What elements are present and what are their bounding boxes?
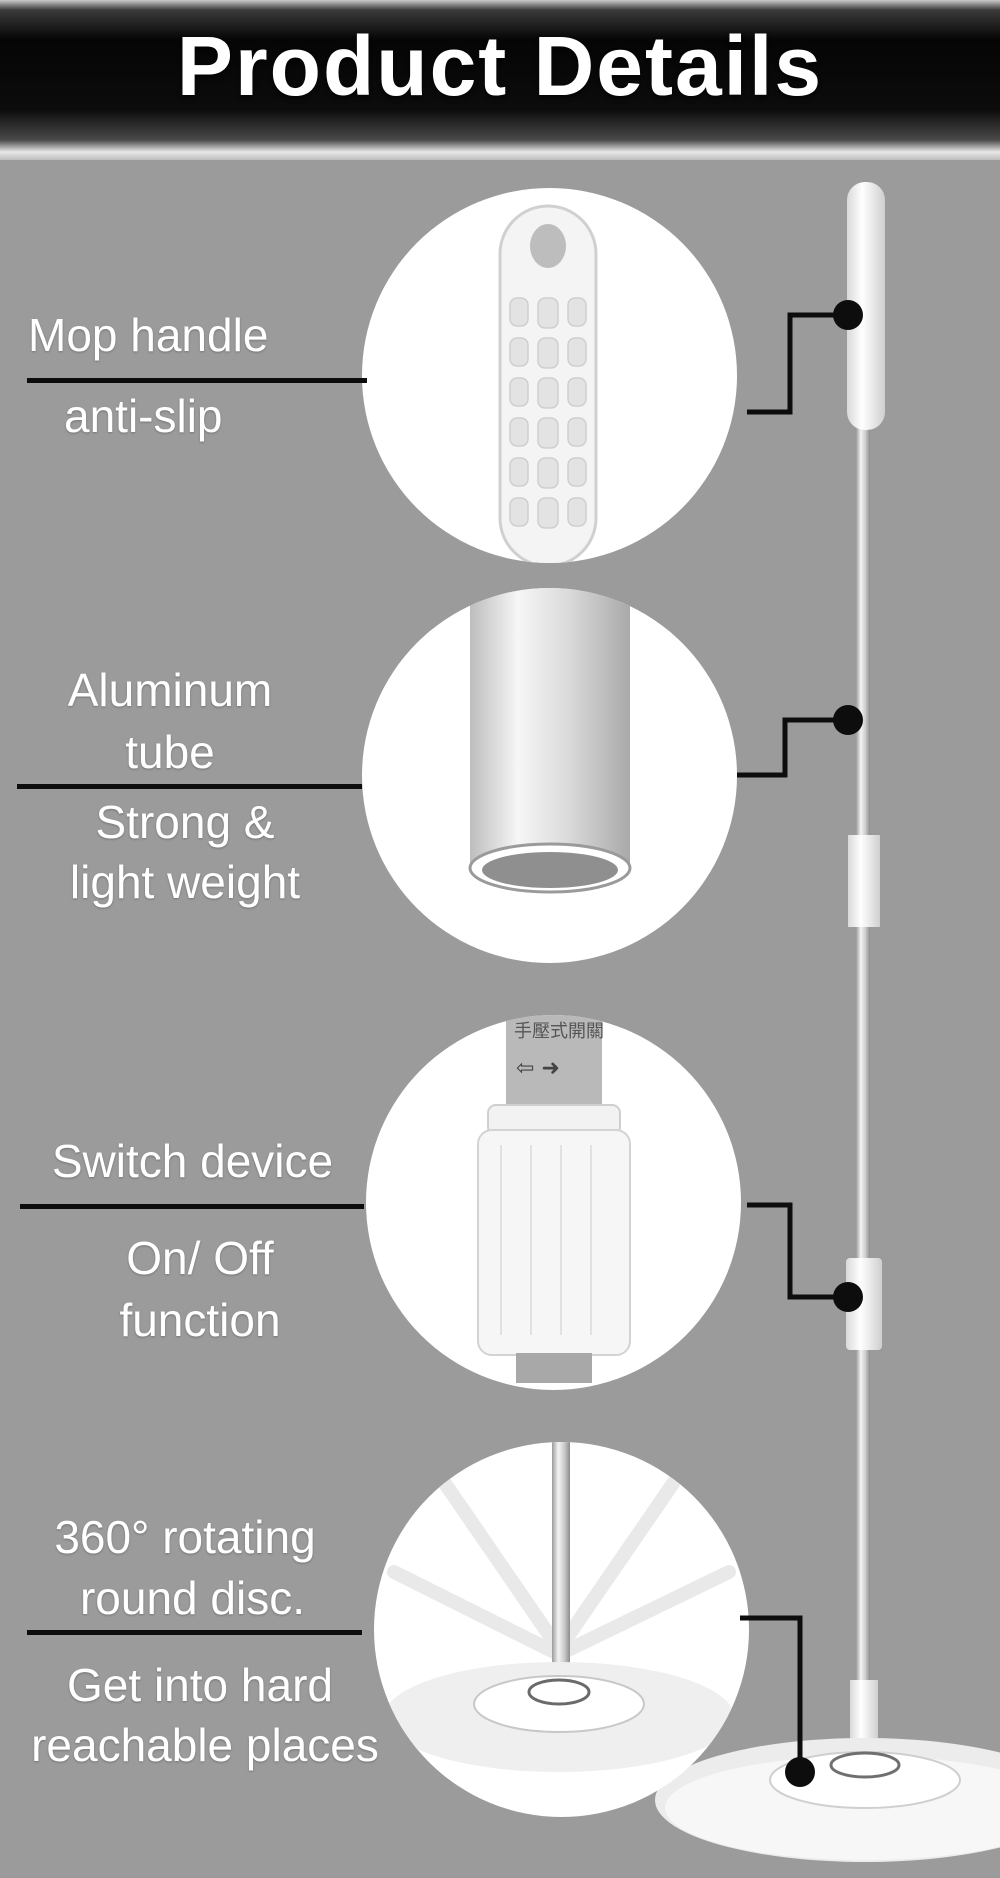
feature-disc-subtitle-line2: reachable places — [31, 1719, 379, 1771]
feature-switch-subtitle-line1: On/ Off — [126, 1232, 274, 1284]
feature-tube-title-line2: tube — [125, 726, 215, 778]
feature-tube-subtitle-line2: light weight — [69, 856, 301, 908]
svg-text:⇦ ➜: ⇦ ➜ — [516, 1056, 560, 1081]
feature-tube-title-line1: Aluminum — [67, 664, 273, 716]
switch-closeup: 手壓式開關 ⇦ ➜ — [366, 1015, 741, 1390]
page-title: Product Details — [176, 19, 824, 113]
tube-closeup — [362, 588, 737, 963]
svg-text:手壓式開關: 手壓式開關 — [514, 1021, 604, 1042]
handle-closeup — [362, 188, 737, 563]
feature-tube-divider — [17, 784, 362, 789]
feature-handle-divider — [27, 378, 367, 383]
feature-disc-divider — [27, 1630, 362, 1635]
feature-handle-title: Mop handle — [28, 309, 269, 361]
feature-switch-subtitle-line2: function — [119, 1294, 281, 1346]
disc-closeup — [374, 1442, 749, 1817]
feature-disc-subtitle-line1: Get into hard — [67, 1659, 333, 1711]
feature-disc-title-line2: round disc. — [79, 1572, 305, 1624]
feature-switch-title: Switch device — [51, 1135, 334, 1187]
feature-handle-subtitle: anti-slip — [64, 390, 223, 442]
feature-switch-divider — [20, 1204, 364, 1209]
feature-disc-title-line1: 360° rotating — [54, 1511, 316, 1563]
feature-tube-subtitle-line1: Strong & — [95, 796, 275, 848]
header-banner: Product Details — [0, 0, 1000, 160]
